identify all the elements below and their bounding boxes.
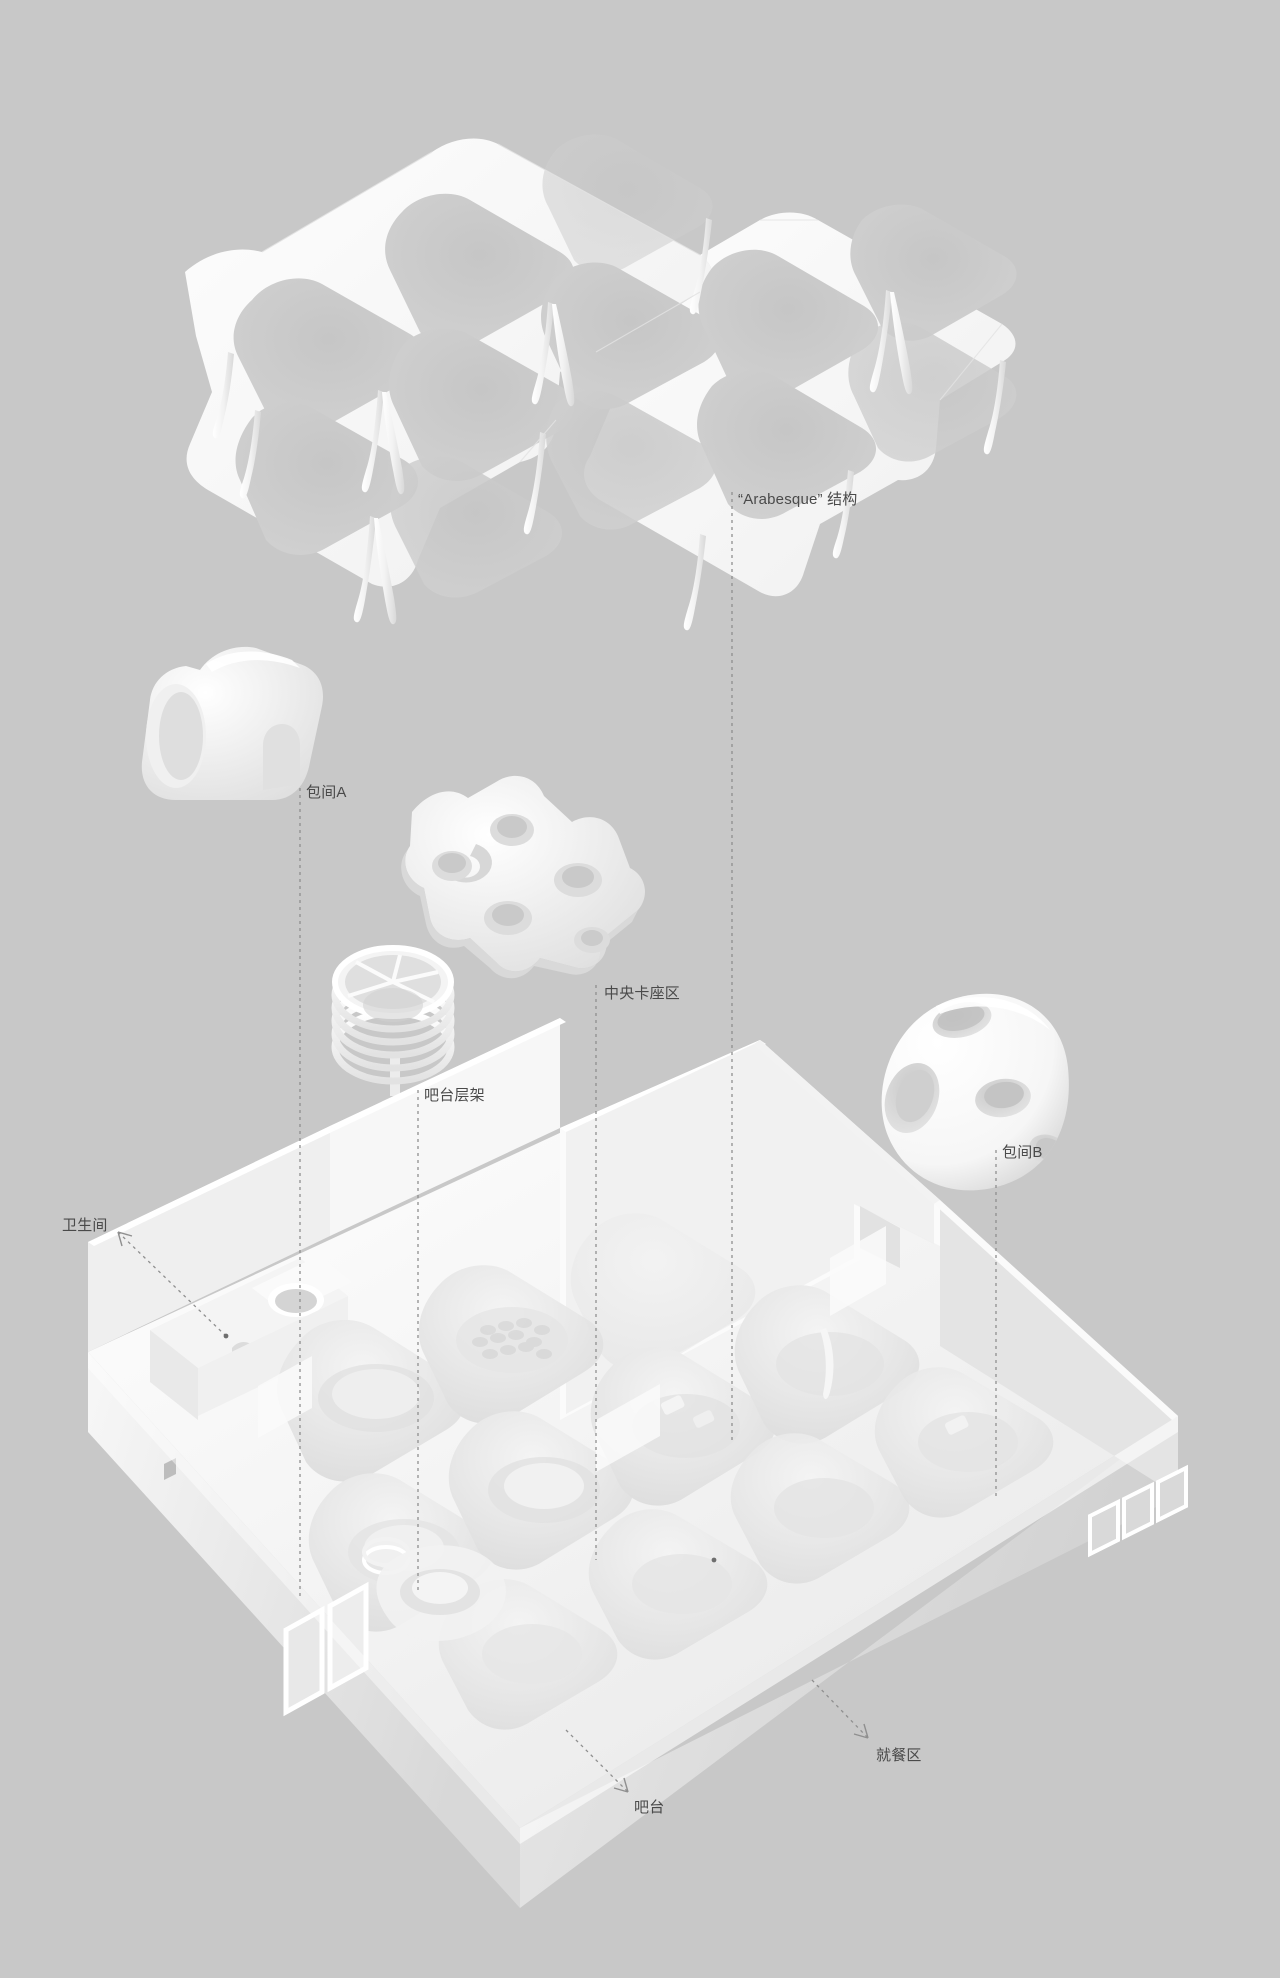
leader-arrowheads [117,1231,869,1793]
booth-seat-cutouts [432,814,610,953]
label-bar-counter: 吧台 [634,1799,665,1816]
label-private-room-b: 包间B [1002,1144,1043,1161]
window-openings [1088,1464,1188,1558]
central-booth-plate [401,775,645,979]
label-dining-area: 就餐区 [876,1747,922,1764]
bar-counter [376,1545,506,1641]
leader-lines [117,492,997,1793]
arrowhead-dining-area [853,1723,869,1739]
floor-plan-base [88,1018,1188,1908]
label-central-booth-zone: 中央卡座区 [604,985,681,1002]
bar-shelving-cylinder [331,945,455,1096]
arabesque-cell-openings [233,134,1017,598]
interior-partitions [258,1226,886,1472]
arabesque-canopy [185,134,1017,631]
wall-back-left [88,1018,566,1352]
restroom-zone [150,1256,352,1420]
label-arabesque-structure: “Arabesque” 结构 [738,491,858,508]
leader-endpoints [223,1333,717,1563]
arrowhead-restroom [117,1231,133,1247]
arrowhead-bar-counter [613,1777,629,1793]
label-private-room-a: 包间A [306,784,347,801]
private-room-a-pod [141,646,324,800]
leader-bar-counter [565,1729,629,1793]
shelving-dividers [347,954,439,1004]
private-room-b-pod [881,993,1069,1191]
leader-dining-area [811,1679,869,1739]
label-bar-shelving: 吧台层架 [424,1087,485,1104]
label-restroom: 卫生间 [62,1217,108,1234]
entrance-bay [283,1581,369,1717]
wall-left-perimeter [164,1458,176,1480]
arabesque-columns [212,218,1006,631]
wall-right-perimeter [934,1200,1188,1558]
